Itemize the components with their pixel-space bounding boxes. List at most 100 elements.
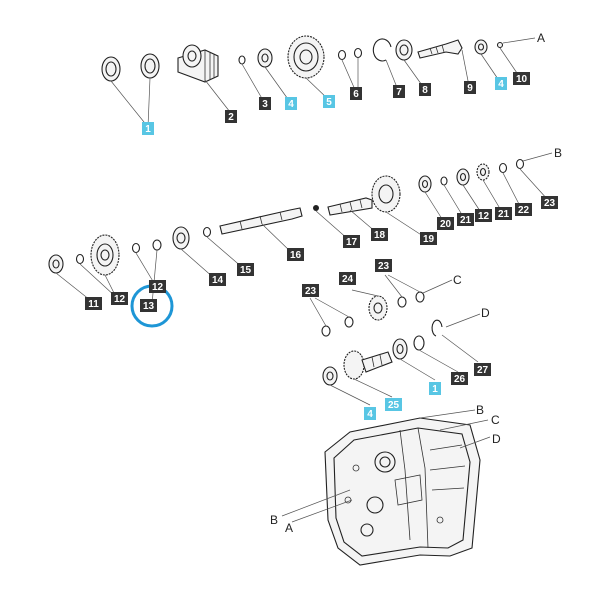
- letter-c-case-right: C: [491, 413, 500, 427]
- letter-d-case-right: D: [492, 432, 501, 446]
- part-tag-label: 12: [152, 282, 164, 293]
- part-tag-t22[interactable]: 22: [515, 203, 532, 216]
- part-tag-t4a[interactable]: 4: [285, 97, 297, 110]
- part-tag-t18[interactable]: 18: [371, 228, 388, 241]
- part-tag-t12b[interactable]: 12: [149, 280, 166, 293]
- part-tag-label: 2: [228, 112, 234, 123]
- part-tag-box: [541, 196, 558, 209]
- part-tag-t7[interactable]: 7: [393, 85, 405, 98]
- ring-part-13: [152, 239, 162, 251]
- part-tag-box: [474, 363, 491, 376]
- part-tag-t14[interactable]: 14: [209, 273, 226, 286]
- part-tag-t17[interactable]: 17: [343, 235, 360, 248]
- part-tag-box: [429, 382, 441, 395]
- idler-assembly: [321, 291, 425, 337]
- part-tag-box: [339, 272, 356, 285]
- part-tag-label: 24: [342, 274, 354, 285]
- part-tag-label: 1: [432, 384, 438, 395]
- part-tag-t10[interactable]: 10: [513, 72, 530, 85]
- part-tag-t27[interactable]: 27: [474, 363, 491, 376]
- part-tag-box: [475, 209, 492, 222]
- part-tag-box: [437, 217, 454, 230]
- part-tag-t19[interactable]: 19: [420, 232, 437, 245]
- part-tag-box: [343, 235, 360, 248]
- part-tag-t26[interactable]: 26: [451, 372, 468, 385]
- circlip-part-27: [431, 319, 443, 337]
- part-tag-t4b[interactable]: 4: [495, 77, 507, 90]
- part-tag-t12a[interactable]: 12: [111, 292, 128, 305]
- part-tag-label: 14: [212, 275, 224, 286]
- part-tag-box: [375, 259, 392, 272]
- part-tag-t6[interactable]: 6: [350, 87, 362, 100]
- part-tag-t21a[interactable]: 21: [457, 213, 474, 226]
- part-tag-label: 12: [114, 294, 126, 305]
- part-tag-t4c[interactable]: 4: [364, 407, 376, 420]
- part-tag-label: 18: [374, 230, 386, 241]
- ring-part-21a: [440, 176, 448, 186]
- part-tag-label: 8: [422, 85, 428, 96]
- part-tag-label: 4: [288, 99, 294, 110]
- part-tag-t1b[interactable]: 1: [429, 382, 441, 395]
- washer-part-12a: [75, 253, 85, 265]
- bearing-part-14: [172, 226, 190, 250]
- part-tag-label: 16: [290, 250, 302, 261]
- part-tag-box: [149, 280, 166, 293]
- part-tag-box: [515, 203, 532, 216]
- part-tag-label: 15: [240, 265, 252, 276]
- part-tag-t13[interactable]: 13: [140, 299, 157, 312]
- part-tag-t5[interactable]: 5: [323, 95, 335, 108]
- letter-references: A B C D B C D B A: [270, 31, 562, 535]
- washer-part-23b1: [321, 325, 331, 337]
- part-tag-t12c[interactable]: 12: [475, 209, 492, 222]
- part-tag-box: [142, 122, 154, 135]
- part-tag-t23a[interactable]: 23: [541, 196, 558, 209]
- part-tag-label: 23: [305, 286, 317, 297]
- part-tag-box: [287, 248, 304, 261]
- letter-a-top: A: [537, 31, 545, 45]
- part-tag-box: [285, 97, 297, 110]
- part-tag-label: 6: [353, 89, 359, 100]
- part-tag-t16[interactable]: 16: [287, 248, 304, 261]
- bearing-part-4c: [322, 366, 338, 386]
- part-tag-box: [385, 398, 402, 411]
- part-tag-t23c[interactable]: 23: [375, 259, 392, 272]
- part-tag-box: [457, 213, 474, 226]
- part-tag-t23b[interactable]: 23: [302, 284, 319, 297]
- part-tag-label: 17: [346, 237, 358, 248]
- part-tag-t3[interactable]: 3: [259, 97, 271, 110]
- part-tag-t8[interactable]: 8: [419, 83, 431, 96]
- part-tag-label: 22: [518, 205, 530, 216]
- washer-part-23b2: [344, 316, 354, 328]
- part-tag-box: [495, 77, 507, 90]
- bearing-part-4a: [257, 48, 273, 68]
- part-tag-label: 23: [544, 198, 556, 209]
- part-tag-t2[interactable]: 2: [225, 110, 237, 123]
- part-tag-label: 4: [498, 79, 504, 90]
- part-tag-t15[interactable]: 15: [237, 263, 254, 276]
- part-tag-box: [420, 232, 437, 245]
- bearing-part-1a: [101, 56, 121, 82]
- part-tag-t11[interactable]: 11: [85, 297, 102, 310]
- part-tag-label: 25: [388, 400, 400, 411]
- part-tag-box: [350, 87, 362, 100]
- circlip-part-7: [372, 38, 392, 62]
- washer-part-6a: [337, 49, 347, 61]
- part-tag-label: 4: [367, 409, 373, 420]
- hub-part-2: [177, 44, 219, 83]
- nut-part-10: [496, 41, 504, 49]
- gear-shaft-part-25: [343, 350, 393, 380]
- part-tag-t20[interactable]: 20: [437, 217, 454, 230]
- letter-d-mid: D: [481, 306, 490, 320]
- bearing-part-12c: [456, 168, 470, 186]
- bearing-part-4b: [474, 39, 488, 55]
- part-tag-t1a[interactable]: 1: [142, 122, 154, 135]
- part-tag-t21b[interactable]: 21: [495, 207, 512, 220]
- part-tag-t9[interactable]: 9: [464, 81, 476, 94]
- part-tag-t24[interactable]: 24: [339, 272, 356, 285]
- bearing-part-8: [395, 39, 413, 61]
- part-tag-box: [225, 110, 237, 123]
- bearing-part-20: [418, 175, 432, 193]
- washer-part-6b: [353, 47, 363, 59]
- part-tag-box: [371, 228, 388, 241]
- part-tag-t25[interactable]: 25: [385, 398, 402, 411]
